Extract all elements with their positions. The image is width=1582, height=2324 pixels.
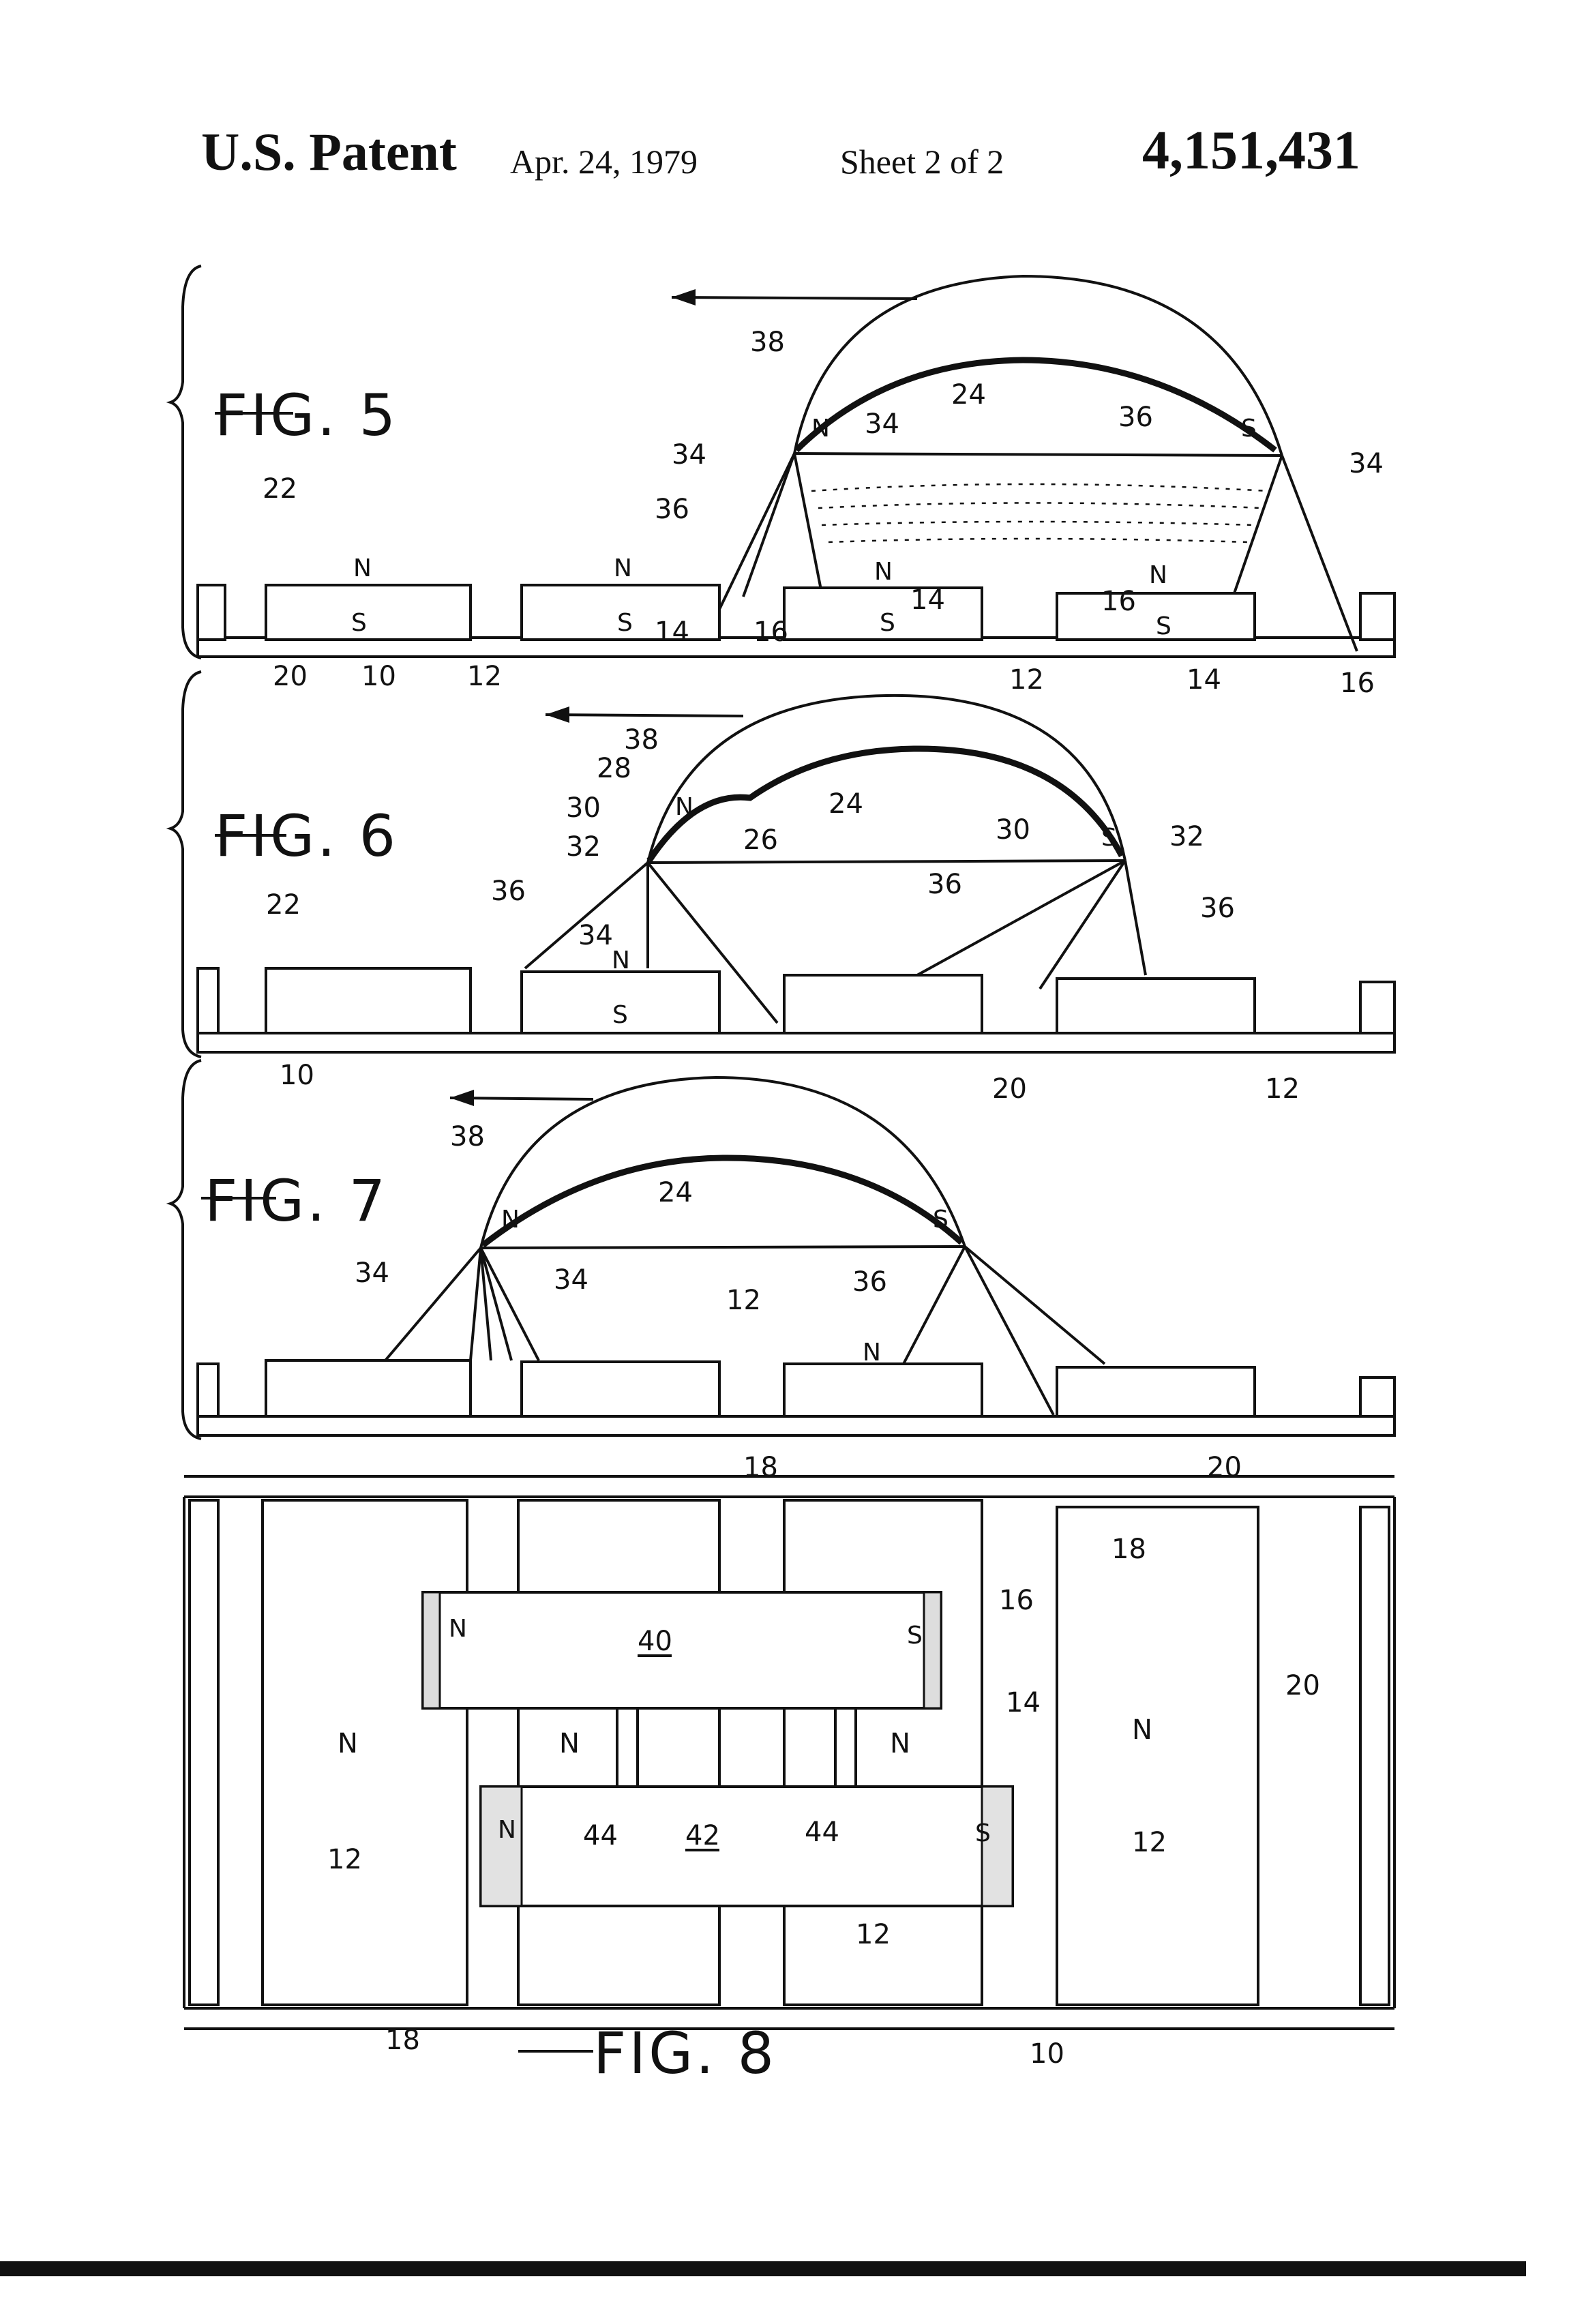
fig5-ref-12b: 12 xyxy=(1009,664,1044,696)
fig5-mag1-s: S xyxy=(351,609,367,637)
fig6-ref-24: 24 xyxy=(829,788,863,820)
fig8-mag1-n: N xyxy=(338,1728,358,1759)
fig5-ref-16b: 16 xyxy=(1101,586,1136,617)
fig7-title: FIG. 7 xyxy=(205,1167,388,1234)
fig5-ref-34a: 34 xyxy=(672,439,706,471)
fig8-ref-12a: 12 xyxy=(327,1844,362,1875)
fig5-head-core xyxy=(794,357,1277,453)
figure-7: FIG. 7 38 24 N S 34 34 36 12 N S 20 xyxy=(166,1059,1396,1483)
fig6-ref-12: 12 xyxy=(1265,1073,1300,1105)
fig6-ref-26: 26 xyxy=(743,824,778,856)
fig7-ref-34a: 34 xyxy=(355,1257,389,1289)
fig6-brace xyxy=(166,670,202,1058)
fig7-ref-36: 36 xyxy=(852,1266,887,1298)
fig5-ref-14a: 14 xyxy=(655,616,689,648)
fig5-ref-16c: 16 xyxy=(1340,668,1375,699)
fig6-ref-36b: 36 xyxy=(927,869,962,900)
patent-label: U.S. Patent xyxy=(201,122,457,181)
fig8-bar42-n: N xyxy=(498,1816,516,1844)
fig5-ref-20: 20 xyxy=(273,661,308,692)
fig5-mag4-n: N xyxy=(1149,561,1167,589)
fig8-ref-12c: 12 xyxy=(1132,1827,1167,1858)
fig5-mag4-s: S xyxy=(1156,612,1171,640)
fig8-bar40-n: N xyxy=(449,1615,467,1643)
fig7-pole-n: N xyxy=(501,1206,520,1234)
fig5-ref-12a: 12 xyxy=(467,661,502,692)
fig5-ref-34b: 34 xyxy=(865,408,899,440)
figure-5: FIG. 5 38 24 N S 34 34 34 36 36 22 xyxy=(166,265,1396,699)
fig7-pole-s: S xyxy=(933,1206,949,1234)
fig7-brace xyxy=(166,1059,202,1440)
fig8-ref-18b: 18 xyxy=(1111,1534,1146,1565)
fig5-ref-36b: 36 xyxy=(1118,402,1153,433)
fig5-mag1-n: N xyxy=(353,554,372,582)
fig6-mag-s: S xyxy=(612,1001,628,1029)
fig5-ref-16a: 16 xyxy=(753,616,788,648)
fig8-ref-16: 16 xyxy=(999,1585,1034,1616)
patent-date: Apr. 24, 1979 xyxy=(510,143,698,181)
fig7-ref-34b: 34 xyxy=(554,1264,588,1296)
fig6-ref-28: 28 xyxy=(597,753,631,784)
fig8-bar40-s: S xyxy=(907,1622,923,1650)
fig5-brace xyxy=(166,265,202,659)
fig6-mag-n: N xyxy=(612,947,630,974)
fig7-mag-n: N xyxy=(863,1339,881,1367)
fig6-pole-s: S xyxy=(1101,824,1117,852)
fig5-title: FIG. 5 xyxy=(215,382,398,449)
fig6-ref-20: 20 xyxy=(992,1073,1027,1105)
fig8-ref-18c: 18 xyxy=(385,2025,420,2056)
fig6-ref-32b: 32 xyxy=(1169,821,1204,852)
fig5-pole-n: N xyxy=(811,415,830,443)
fig8-bar42-s: S xyxy=(975,1819,991,1847)
fig7-ref-24: 24 xyxy=(658,1177,693,1208)
fig5-ref-38: 38 xyxy=(750,327,785,358)
figure-6: FIG. 6 38 28 24 26 N S 30 30 32 32 36 36… xyxy=(166,670,1396,1105)
fig8-title: FIG. 8 xyxy=(593,2020,777,2087)
fig6-ref-36c: 36 xyxy=(1200,893,1235,924)
fig7-ref-20: 20 xyxy=(1207,1452,1242,1483)
fig5-ref-10: 10 xyxy=(361,661,396,692)
fig5-ref-22: 22 xyxy=(263,473,297,505)
fig5-mag3-s: S xyxy=(880,609,895,637)
fig5-ref-36a: 36 xyxy=(655,494,689,525)
fig7-ref-12: 12 xyxy=(726,1285,761,1316)
fig6-ref-32a: 32 xyxy=(566,831,601,863)
figure-8: 40 42 44 44 N S N S N 12 N N 12 N 12 18 … xyxy=(183,1452,1396,2087)
fig5-pole-s: S xyxy=(1241,415,1257,443)
fig8-ref-42: 42 xyxy=(685,1820,720,1851)
fig7-ref-38: 38 xyxy=(450,1121,485,1152)
fig8-ref-44b: 44 xyxy=(805,1817,839,1848)
fig6-ref-34: 34 xyxy=(578,920,613,951)
page-bottom-rule xyxy=(0,2261,1526,2276)
fig6-ref-36a: 36 xyxy=(491,876,526,907)
fig6-ref-38: 38 xyxy=(624,724,659,756)
fig8-ref-20: 20 xyxy=(1285,1670,1320,1701)
fig6-ref-30b: 30 xyxy=(996,814,1030,846)
fig8-mag3-n: N xyxy=(890,1728,910,1759)
fig8-ref-14: 14 xyxy=(1006,1687,1041,1718)
fig5-mag2-s: S xyxy=(617,609,633,637)
fig8-ref-44a: 44 xyxy=(583,1820,618,1851)
fig5-mag3-n: N xyxy=(874,558,893,586)
fig8-ref-10: 10 xyxy=(1030,2038,1064,2070)
fig8-ref-40: 40 xyxy=(638,1626,672,1657)
fig5-mag2-n: N xyxy=(614,554,632,582)
fig5-ref-14b: 14 xyxy=(910,584,945,616)
sheet-indicator: Sheet 2 of 2 xyxy=(840,143,1004,181)
fig8-ref-18a: 18 xyxy=(743,1452,778,1483)
fig8-mag2-n: N xyxy=(559,1728,580,1759)
fig6-pole-n: N xyxy=(675,793,693,821)
fig6-ref-10: 10 xyxy=(280,1060,314,1091)
fig6-ref-30a: 30 xyxy=(566,792,601,824)
fig6-ref-22: 22 xyxy=(266,889,301,921)
fig8-mag4-n: N xyxy=(1132,1714,1152,1746)
fig8-ref-12b: 12 xyxy=(856,1919,891,1950)
fig5-ref-24: 24 xyxy=(951,379,986,411)
fig5-head-outer xyxy=(793,274,1283,456)
fig5-ref-34c: 34 xyxy=(1349,448,1384,479)
fig5-ref-14c: 14 xyxy=(1186,664,1221,696)
patent-number: 4,151,431 xyxy=(1142,121,1360,181)
